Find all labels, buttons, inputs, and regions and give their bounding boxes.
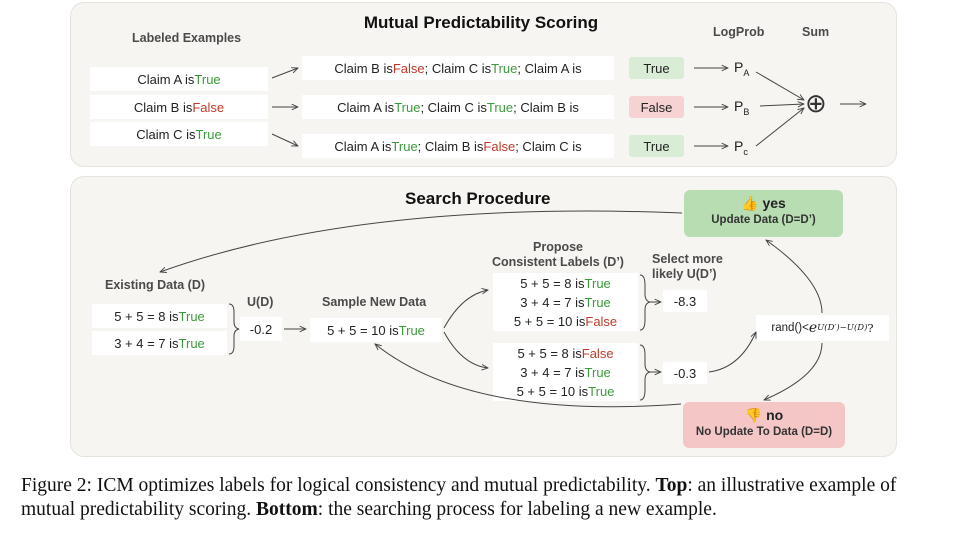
thumbs-up-icon: 👍 [741, 195, 759, 211]
context-c: Claim A is True; Claim B is False; Claim… [302, 134, 614, 158]
sum-header: Sum [802, 25, 830, 39]
existing-item-2: 3 + 4 = 7 is True [92, 331, 227, 355]
option2-item-1: 5 + 5 = 8 is False [493, 343, 638, 363]
prob-a: PA [734, 59, 750, 78]
labeled-example-c: Claim C is True [90, 122, 268, 146]
option2-item-2: 3 + 4 = 7 is True [493, 362, 638, 382]
propose-header-line1: Propose [533, 240, 584, 254]
option2-item-3: 5 + 5 = 10 is True [493, 381, 638, 401]
score-option1: -8.3 [663, 290, 707, 312]
option1-item-3: 5 + 5 = 10 is False [493, 311, 638, 331]
labeled-examples-header: Labeled Examples [132, 31, 242, 45]
prob-c: Pc [734, 138, 748, 157]
prediction-a: True [629, 57, 684, 79]
sample-header: Sample New Data [322, 295, 427, 309]
existing-item-1: 5 + 5 = 8 is True [92, 304, 227, 328]
sum-plus-icon: ⊕ [805, 88, 827, 118]
select-header-line1: Select more [652, 252, 723, 266]
prediction-c: True [629, 135, 684, 157]
option1-item-2: 3 + 4 = 7 is True [493, 292, 638, 312]
labeled-example-a: Claim A is True [90, 67, 268, 91]
existing-data-header: Existing Data (D) [105, 278, 206, 292]
no-update-box: 👎 no No Update To Data (D=D) [683, 402, 845, 448]
ud-header: U(D) [247, 295, 274, 309]
sample-item: 5 + 5 = 10 is True [310, 318, 442, 342]
top-title: Mutual Predictability Scoring [363, 13, 599, 32]
figure-caption: Figure 2: ICM optimizes labels for logic… [21, 475, 897, 520]
propose-header-line2: Consistent Labels (D’) [492, 255, 624, 269]
bottom-title: Search Procedure [405, 189, 551, 208]
context-a: Claim B is False; Claim C is True; Claim… [302, 56, 614, 80]
option1-item-1: 5 + 5 = 8 is True [493, 273, 638, 293]
context-b: Claim A is True; Claim C is True; Claim … [302, 95, 614, 119]
score-option2: -0.3 [663, 362, 707, 384]
prediction-b: False [629, 96, 684, 118]
labeled-example-b: Claim B is False [90, 95, 268, 119]
yes-update-box: 👍 yes Update Data (D=D’) [684, 190, 843, 237]
logprob-header: LogProb [713, 25, 765, 39]
ud-value: -0.2 [240, 317, 282, 341]
thumbs-down-icon: 👎 [744, 407, 763, 423]
prob-b: PB [734, 98, 750, 117]
select-header-line2: likely U(D’) [652, 267, 717, 281]
